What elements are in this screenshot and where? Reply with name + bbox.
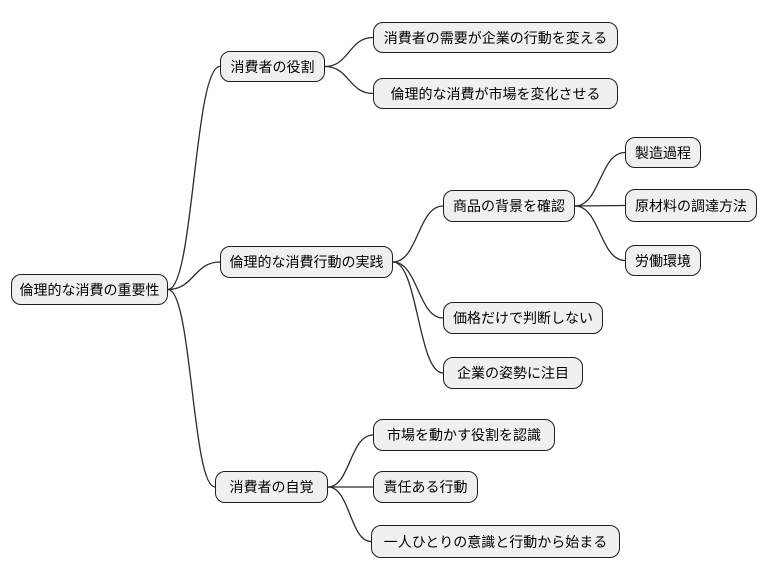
edge-root-to-branch-1 <box>167 261 221 291</box>
edge-branch-0-to-child-1 <box>324 65 374 95</box>
node-root: 倫理的な消費の重要性 <box>11 274 168 305</box>
edge-root-to-branch-0 <box>167 65 221 291</box>
node-branch-consumer-awareness: 消費者の自覚 <box>215 471 328 503</box>
edge-child-0-to-grandchild-2 <box>574 205 626 262</box>
node-branch-consumer-role: 消費者の役割 <box>220 51 325 82</box>
node-recognize-market-moving-role: 市場を動かす役割を認識 <box>373 419 555 451</box>
node-not-judge-by-price-alone: 価格だけで判断しない <box>443 302 603 334</box>
node-branch-ethical-consumption-practice: 倫理的な消費行動の実践 <box>220 246 393 278</box>
edge-branch-1-to-child-1 <box>392 261 444 319</box>
edge-branch-2-to-child-0 <box>327 434 374 488</box>
node-check-product-background: 商品の背景を確認 <box>443 190 575 222</box>
edge-root-to-branch-2 <box>167 288 216 488</box>
node-starts-with-individual-awareness: 一人ひとりの意識と行動から始まる <box>371 525 620 558</box>
edge-branch-2-to-child-2 <box>327 486 372 543</box>
node-raw-material-procurement: 原材料の調達方法 <box>625 189 757 222</box>
node-manufacturing-process: 製造過程 <box>625 137 701 168</box>
edge-branch-1-to-child-0 <box>392 205 444 263</box>
node-attention-to-corporate-stance: 企業の姿勢に注目 <box>443 357 583 389</box>
node-labor-environment: 労働環境 <box>625 245 701 276</box>
edge-child-0-to-grandchild-0 <box>574 151 626 207</box>
edge-branch-0-to-child-0 <box>324 36 374 68</box>
edge-child-0-to-grandchild-1 <box>574 204 626 207</box>
node-ethical-consumption-changes-market: 倫理的な消費が市場を変化させる <box>373 78 618 109</box>
node-demand-changes-corporate-behavior: 消費者の需要が企業の行動を変える <box>373 22 618 53</box>
node-responsible-action: 責任ある行動 <box>373 471 478 503</box>
edge-branch-1-to-child-2 <box>392 261 444 374</box>
